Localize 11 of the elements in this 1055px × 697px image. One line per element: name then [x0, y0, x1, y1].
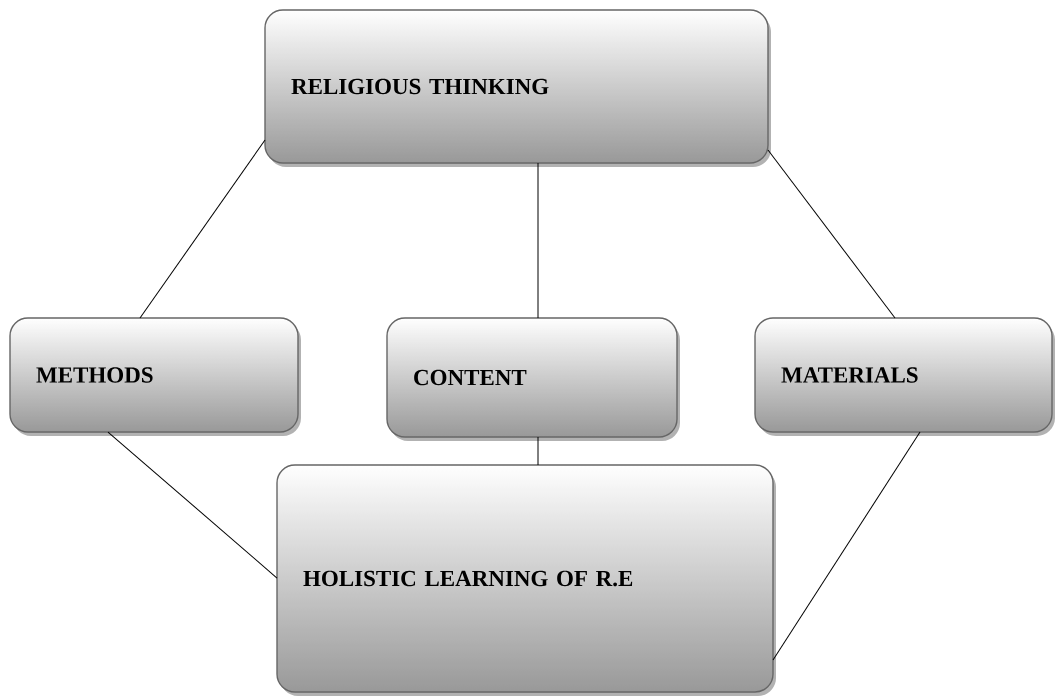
- rounded-box: MATERIALS: [754, 317, 1055, 436]
- connector-line: [139, 139, 266, 319]
- connector-line: [537, 162, 539, 319]
- rounded-box: HOLISTIC LEARNING OF R.E: [276, 464, 776, 696]
- rounded-box: METHODS: [9, 317, 301, 436]
- connector-line: [767, 149, 896, 319]
- rounded-box: RELIGIOUS THINKING: [264, 9, 771, 167]
- connector-line: [537, 436, 539, 466]
- connector-line: [107, 431, 278, 579]
- rounded-box: CONTENT: [386, 317, 680, 441]
- connector-line: [772, 431, 921, 661]
